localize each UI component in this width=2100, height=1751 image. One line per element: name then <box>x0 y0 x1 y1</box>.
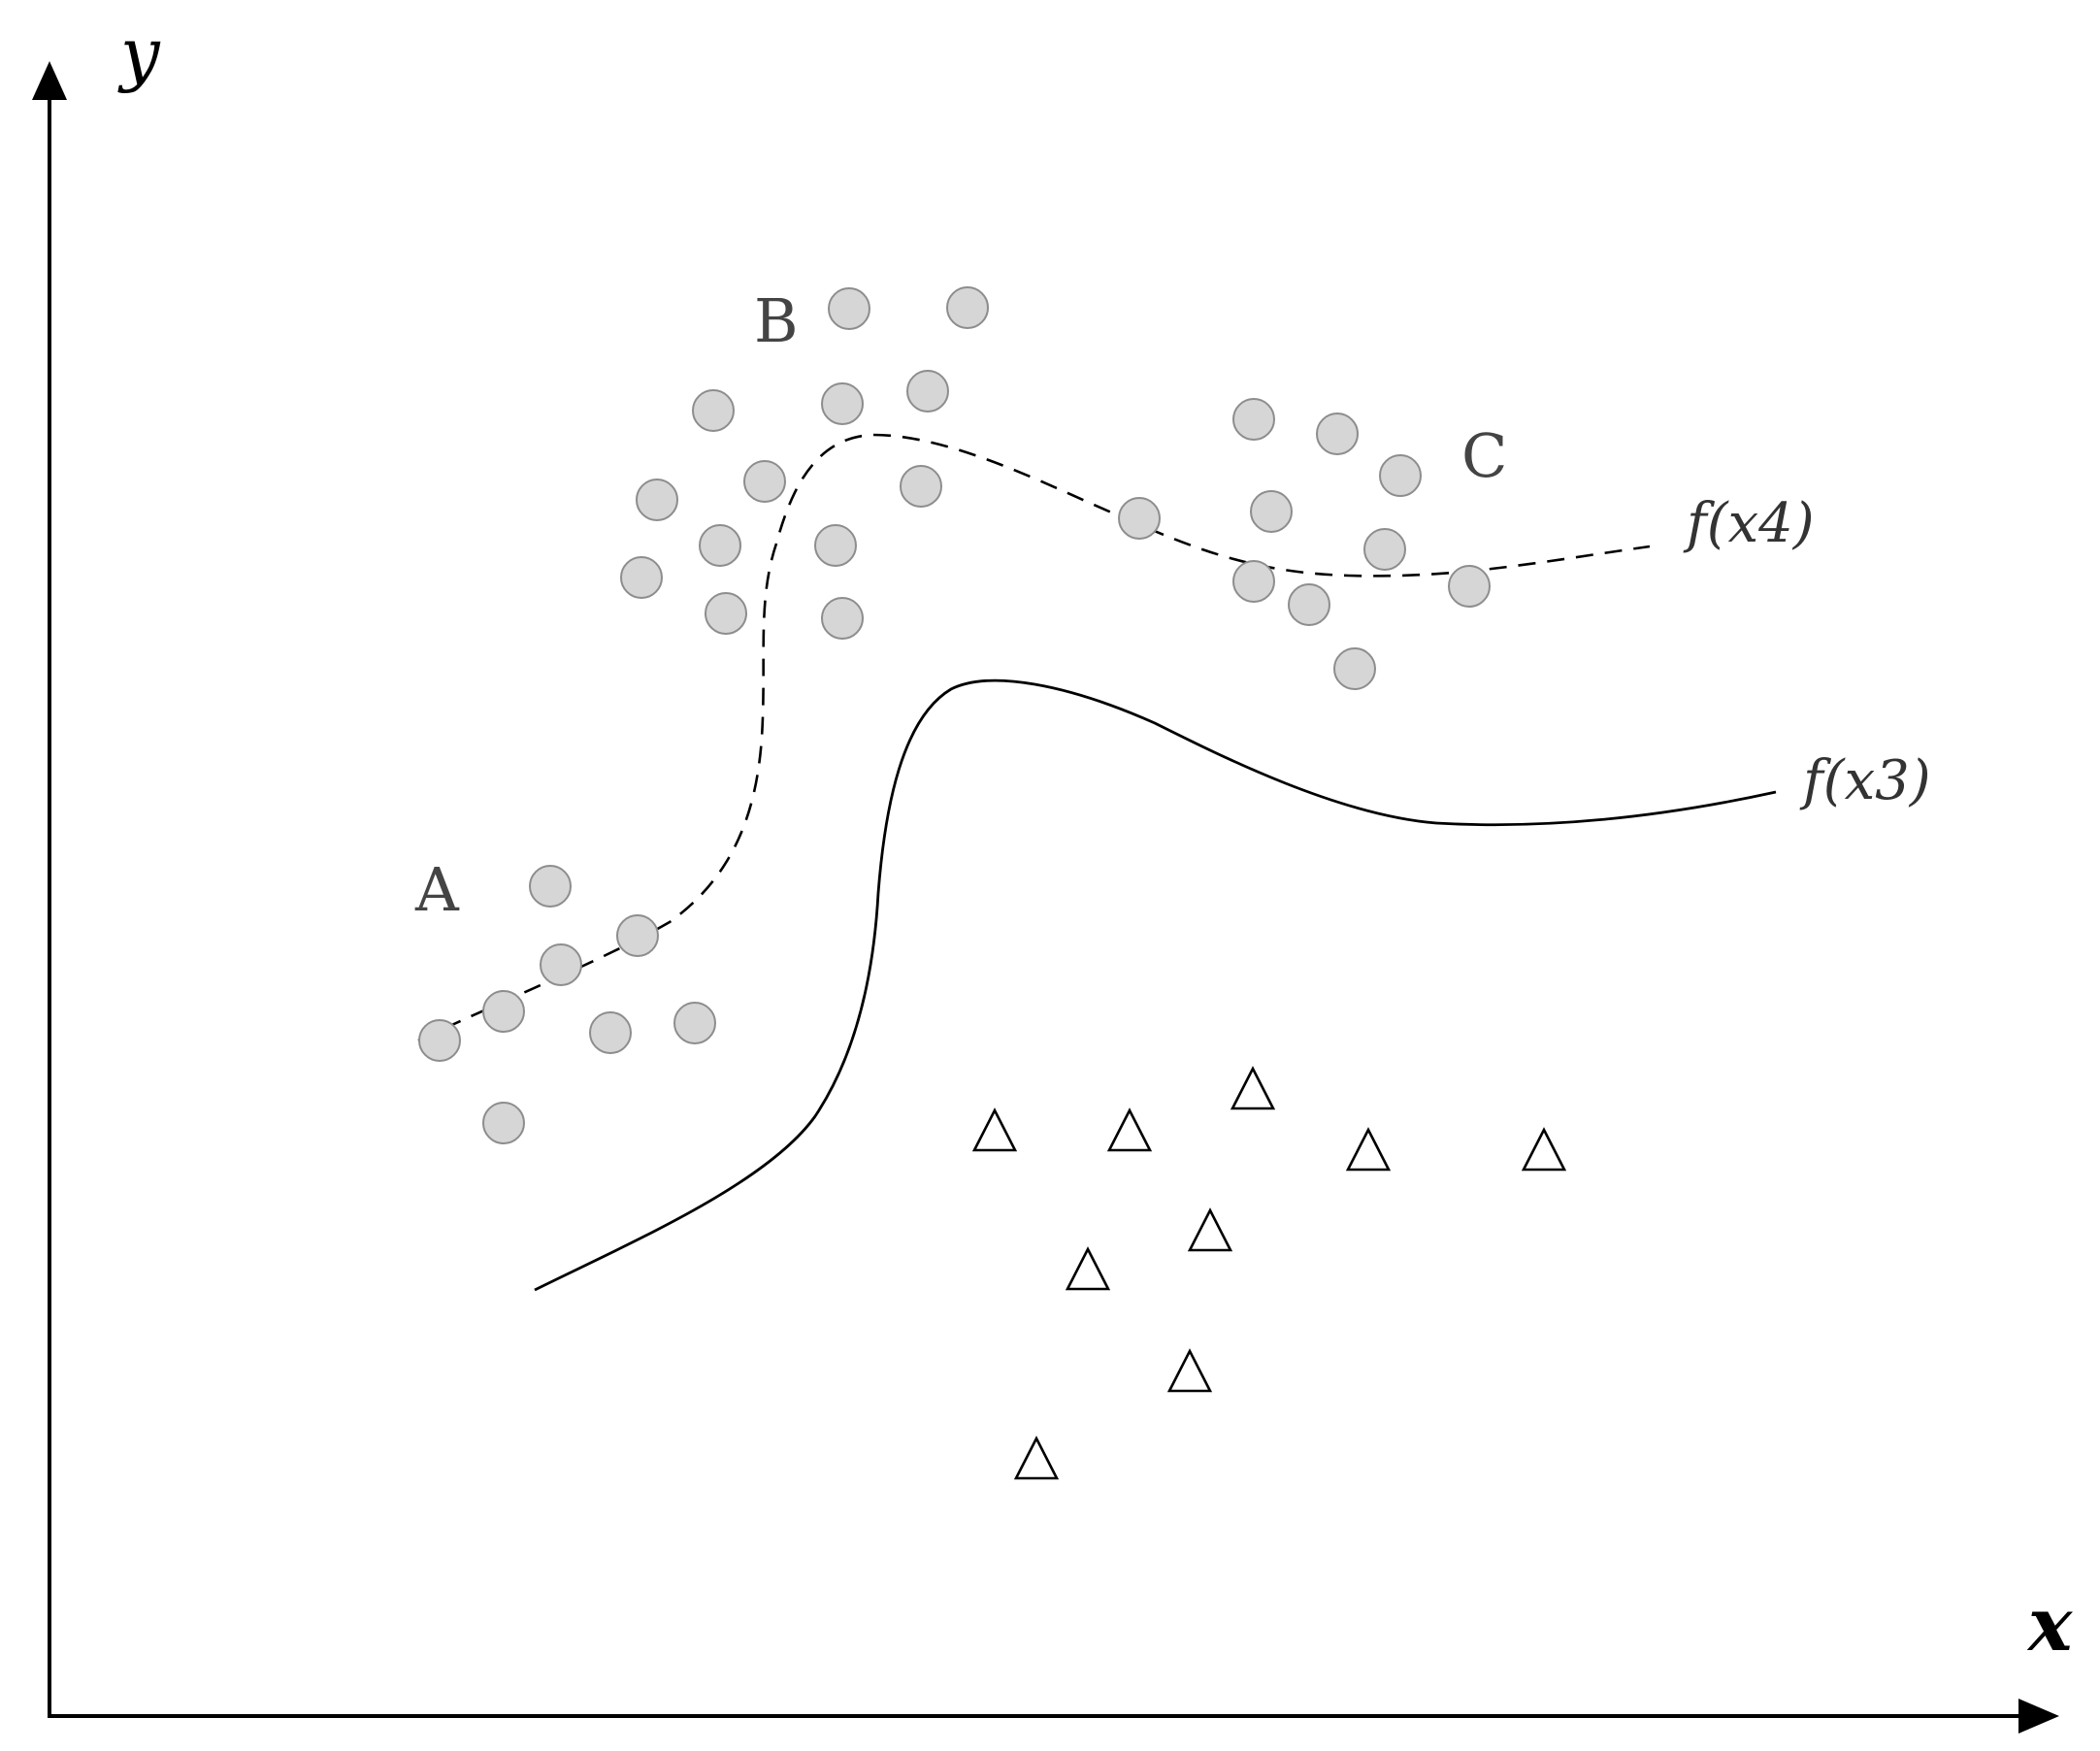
cluster-b-point <box>692 389 735 432</box>
cluster-a-point <box>673 1002 716 1044</box>
cluster-a-point <box>529 865 572 908</box>
cluster-a-point <box>482 990 525 1033</box>
triangle-point <box>1521 1127 1567 1172</box>
curve-label-f-x4-text: f(x4) <box>1683 492 1815 555</box>
triangle-point <box>1230 1066 1276 1110</box>
cluster-b-label: B <box>754 285 799 356</box>
y-axis-arrowhead <box>32 61 67 100</box>
axes: y x <box>32 13 2074 1734</box>
x-axis-arrowhead <box>2018 1699 2059 1734</box>
triangle-point <box>1166 1348 1213 1393</box>
cluster-b-point <box>946 286 989 329</box>
curve-label-f-x3: f(x3) <box>1799 749 1931 812</box>
cluster-c-point <box>1379 454 1422 497</box>
triangle-point <box>1106 1107 1153 1152</box>
cluster-c <box>1118 398 1491 690</box>
cluster-c-point <box>1232 560 1275 603</box>
cluster-c-point <box>1363 528 1406 571</box>
triangle-point <box>971 1107 1018 1152</box>
y-axis-label: y <box>117 13 161 94</box>
cluster-c-point <box>1288 583 1330 626</box>
cluster-b-point <box>821 597 864 640</box>
cluster-b-point <box>699 524 741 567</box>
cluster-a-point <box>616 914 659 957</box>
cluster-b-point <box>828 287 870 330</box>
cluster-b-point <box>814 524 857 567</box>
x-axis-label: x <box>2026 1581 2074 1668</box>
cluster-a <box>418 865 716 1144</box>
curve-f-x3 <box>534 678 1777 1292</box>
cluster-c-point <box>1333 647 1376 690</box>
cluster-a-label: A <box>414 854 460 925</box>
cluster-a-point <box>540 943 582 986</box>
cluster-b-point <box>821 382 864 425</box>
cluster-a-point <box>589 1011 632 1054</box>
cluster-c-point <box>1118 497 1161 540</box>
cluster-c-label: C <box>1461 420 1507 491</box>
triangle-cluster <box>971 1066 1567 1480</box>
cluster-a-point <box>482 1102 525 1144</box>
triangle-point <box>1345 1127 1392 1172</box>
cluster-a-point <box>418 1019 461 1062</box>
cluster-b-point <box>705 592 747 635</box>
triangle-point <box>1187 1207 1233 1252</box>
cluster-b-point <box>620 556 663 599</box>
cluster-b <box>620 286 989 640</box>
triangle-point <box>1065 1246 1111 1291</box>
cluster-c-point <box>1316 413 1359 455</box>
curve-label-f-x3-text: f(x3) <box>1799 749 1931 812</box>
cluster-b-point <box>900 465 942 508</box>
cluster-c-point <box>1250 490 1293 533</box>
curve-label-f-x4: f(x4) <box>1683 492 1815 555</box>
cluster-c-point <box>1448 565 1491 608</box>
triangle-point <box>1013 1436 1060 1480</box>
curve-f-x4 <box>417 433 1651 1042</box>
cluster-c-point <box>1232 398 1275 441</box>
cluster-b-point <box>743 460 786 503</box>
cluster-b-point <box>906 370 949 413</box>
cluster-b-point <box>636 479 678 521</box>
